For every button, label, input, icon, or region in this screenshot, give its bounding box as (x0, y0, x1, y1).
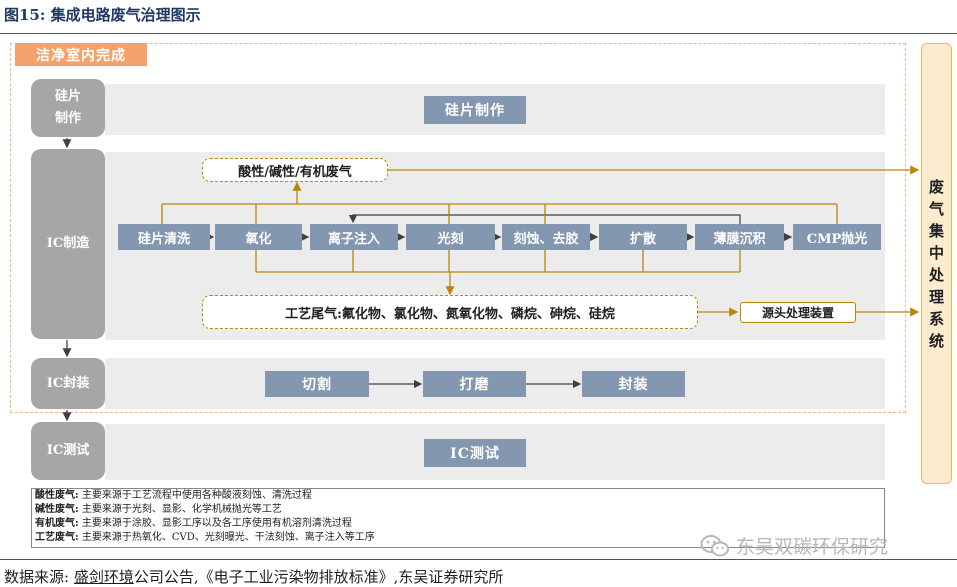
watermark-text: 东吴双碳环保研究 (736, 536, 889, 558)
note-text: 主要来源于涂胶、显影工序以及各工序使用有机溶剂清洗过程 (81, 518, 352, 529)
process-step: CMP抛光 (793, 224, 881, 250)
note-text: 主要来源于光刻、显影、化学机械抛光等工艺 (81, 504, 282, 515)
process-step: 硅片清洗 (118, 224, 210, 250)
watermark: 东吴双碳环保研究 (700, 532, 888, 559)
packaging-step-grinding: 打磨 (423, 371, 526, 397)
process-step: 氧化 (215, 224, 302, 250)
process-step: 薄膜沉积 (695, 224, 784, 250)
process-step: 刻蚀、去胶 (502, 224, 590, 250)
note-text: 主要来源于工艺流程中使用各种酸液刻蚀、清洗过程 (81, 490, 312, 501)
source-treatment-box: 源头处理装置 (740, 302, 856, 323)
note-term: 酸性废气: (35, 490, 79, 501)
stage-ic-manufacturing: IC制造 (31, 149, 105, 339)
source-line: 数据来源: 盛剑环境公司公告,《电子工业污染物排放标准》,东吴证券研究所 (4, 566, 503, 587)
clean-room-label: 洁净室内完成 (15, 43, 147, 66)
process-step: 离子注入 (310, 224, 398, 250)
source-link[interactable]: 盛剑环境 (73, 568, 134, 586)
wafer-fabrication-box: 硅片制作 (424, 96, 526, 124)
figure-title: 图15: 集成电路废气治理图示 (4, 6, 201, 24)
stage-wafer: 硅片 制作 (31, 79, 105, 137)
stage-ic-packaging: IC封装 (31, 358, 105, 409)
note-row: 酸性废气: 主要来源于工艺流程中使用各种酸液刻蚀、清洗过程 (35, 489, 881, 503)
ic-testing-box: IC测试 (424, 439, 526, 467)
packaging-step-cutting: 切割 (265, 371, 369, 397)
source-prefix: 数据来源: (4, 568, 70, 586)
waste-gas-treatment-system: 废 气 集 中 处 理 系 统 (921, 43, 952, 484)
note-term: 有机废气: (35, 518, 79, 529)
footer-rule (0, 559, 957, 560)
clean-room-boundary (10, 43, 906, 413)
stage-ic-testing: IC测试 (31, 422, 105, 480)
note-row: 有机废气: 主要来源于涂胶、显影工序以及各工序使用有机溶剂清洗过程 (35, 517, 881, 531)
process-tail-gas-box: 工艺尾气:氟化物、氯化物、氮氧化物、磷烷、砷烷、硅烷 (202, 295, 698, 329)
note-term: 工艺废气: (35, 532, 79, 543)
title-rule (0, 33, 957, 34)
note-text: 主要来源于热氧化、CVD、光刻曝光、干法刻蚀、离子注入等工序 (81, 532, 375, 543)
acid-alkali-organic-gas-box: 酸性/碱性/有机废气 (202, 158, 388, 182)
note-term: 碱性废气: (35, 504, 79, 515)
note-row: 工艺废气: 主要来源于热氧化、CVD、光刻曝光、干法刻蚀、离子注入等工序 (35, 531, 881, 545)
process-step: 光刻 (406, 224, 495, 250)
gas-notes-box: 酸性废气: 主要来源于工艺流程中使用各种酸液刻蚀、清洗过程 碱性废气: 主要来源… (31, 488, 885, 548)
source-rest: 公司公告,《电子工业污染物排放标准》,东吴证券研究所 (133, 568, 504, 586)
wechat-icon (700, 534, 729, 556)
process-step: 扩散 (599, 224, 687, 250)
packaging-step-packaging: 封装 (582, 371, 685, 397)
note-row: 碱性废气: 主要来源于光刻、显影、化学机械抛光等工艺 (35, 503, 881, 517)
